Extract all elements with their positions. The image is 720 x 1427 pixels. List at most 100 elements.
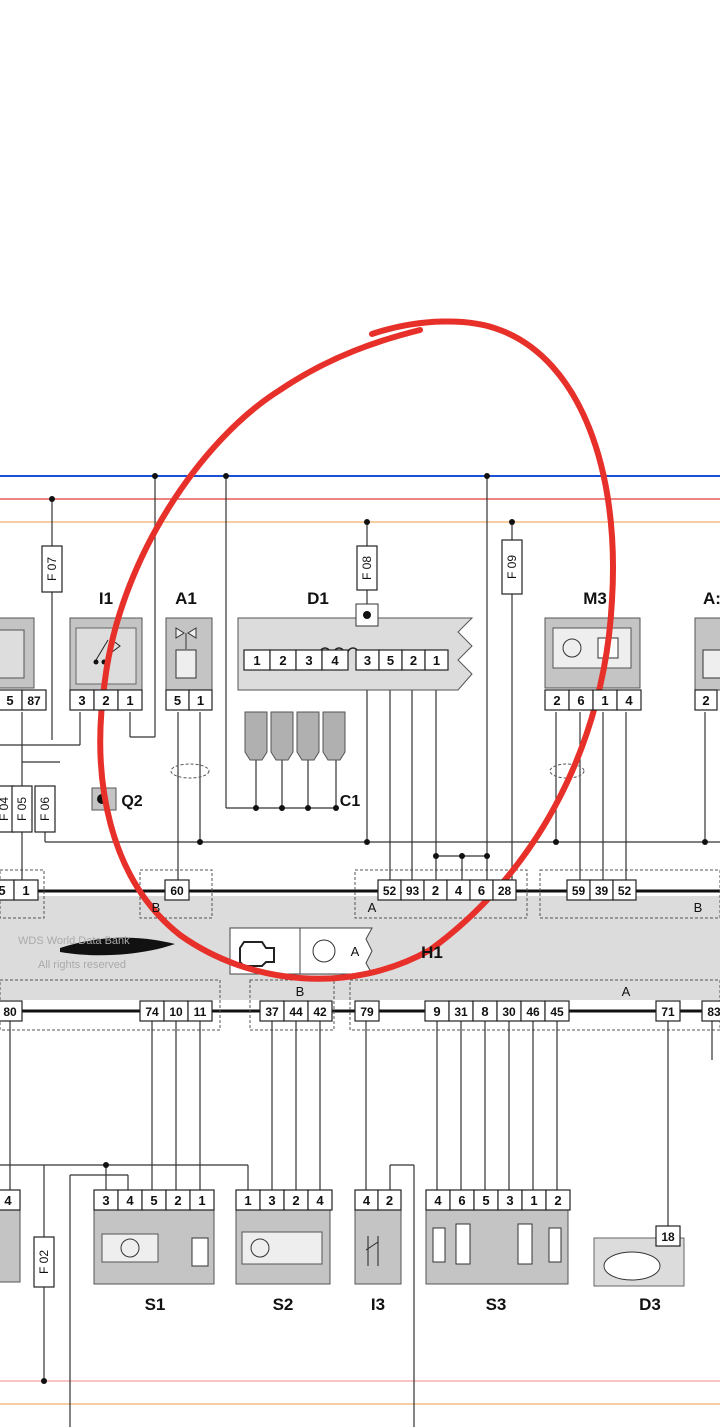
pin-number: 39 xyxy=(595,884,609,898)
pin-number: 6 xyxy=(577,693,584,708)
junction-dot xyxy=(279,805,285,811)
sensor-s2-inner xyxy=(241,1231,323,1265)
valve-a1-coil xyxy=(175,649,197,679)
pin-number: 31 xyxy=(454,1005,468,1019)
sensor-s3 xyxy=(425,1209,569,1285)
twisted-pair xyxy=(170,763,210,779)
pin-number: 87 xyxy=(27,694,41,708)
pin-number: 4 xyxy=(316,1193,324,1208)
junction-dot xyxy=(152,473,158,479)
pin-box xyxy=(188,689,213,711)
fuse-label: F 05 xyxy=(15,797,29,821)
pin-box xyxy=(701,1000,720,1022)
junction-dot xyxy=(333,805,339,811)
pin-box xyxy=(13,879,39,901)
pin-number: 1 xyxy=(253,653,260,668)
pin-number: 2 xyxy=(432,883,439,898)
pin-number: 9 xyxy=(433,1004,440,1019)
pin-number: 2 xyxy=(102,693,109,708)
pin-box xyxy=(189,1189,215,1211)
sensor-k-icon xyxy=(562,638,582,658)
resistor-icon xyxy=(548,1227,562,1263)
label-i1: I1 xyxy=(99,589,113,608)
pin-box xyxy=(377,1189,402,1211)
fuse-label: F 07 xyxy=(45,557,59,581)
junction-dot xyxy=(41,1378,47,1384)
pin-box xyxy=(187,1000,213,1022)
pin-number: 45 xyxy=(550,1005,564,1019)
pin-number: 2 xyxy=(292,1193,299,1208)
label-s3: S3 xyxy=(486,1295,507,1314)
pin-number: 46 xyxy=(526,1005,540,1019)
pin-box xyxy=(21,689,47,711)
junction-dot xyxy=(509,519,515,525)
pin-number: 4 xyxy=(434,1193,442,1208)
pin-box xyxy=(0,1189,21,1211)
pin-number: 30 xyxy=(502,1005,516,1019)
pin-number: 3 xyxy=(305,653,312,668)
junction-dot xyxy=(197,839,203,845)
pin-number: 1 xyxy=(197,693,204,708)
pin-box xyxy=(321,649,349,671)
fuse-terminal-dot xyxy=(363,611,371,619)
pin-number: 3 xyxy=(78,693,85,708)
pin-number: 6 xyxy=(478,883,485,898)
pin-number: 4 xyxy=(331,653,339,668)
junction-dot xyxy=(364,519,370,525)
pin-number: 80 xyxy=(3,1005,17,1019)
connector-group-a-top xyxy=(354,869,528,919)
junction-dot xyxy=(49,496,55,502)
pin-number: 2 xyxy=(702,693,709,708)
pin-box xyxy=(655,1225,681,1247)
junction-dot xyxy=(484,473,490,479)
valve-a-cut-coil xyxy=(702,649,720,679)
pin-number: 4 xyxy=(625,693,633,708)
label-q2: Q2 xyxy=(121,793,142,810)
switch-icon xyxy=(365,1236,379,1266)
pin-number: 2 xyxy=(553,693,560,708)
sensor-k-icon xyxy=(120,1238,140,1258)
pin-number: 93 xyxy=(406,884,420,898)
fuse-label: F 04 xyxy=(0,797,11,821)
pin-number: 74 xyxy=(145,1005,159,1019)
sensor-k-icon xyxy=(250,1238,270,1258)
pin-number: 79 xyxy=(360,1005,374,1019)
junction-dot xyxy=(553,839,559,845)
pin-number: 3 xyxy=(268,1193,275,1208)
pin-number: 1 xyxy=(433,653,440,668)
watermark-line1: WDS World Data Bank xyxy=(18,935,130,947)
fuse-label: F 09 xyxy=(505,555,519,579)
pin-number: 37 xyxy=(265,1005,279,1019)
pin-number: 5 xyxy=(387,653,394,668)
fuse-label: F 08 xyxy=(360,556,374,580)
pin-number: 4 xyxy=(126,1193,134,1208)
label-i3: I3 xyxy=(371,1295,385,1314)
pin-number: 52 xyxy=(383,884,397,898)
junction-dot xyxy=(433,853,439,859)
pin-box xyxy=(0,1000,23,1022)
switch-dot xyxy=(93,659,99,665)
redaction-scribble xyxy=(60,937,175,956)
component-left-inner xyxy=(0,629,25,679)
pin-number: 42 xyxy=(313,1005,327,1019)
pin-number: 4 xyxy=(4,1193,12,1208)
engine-warning-icon xyxy=(239,941,275,967)
pin-number: 2 xyxy=(279,653,286,668)
potentiometer-icon xyxy=(517,1223,533,1265)
pin-number: 2 xyxy=(174,1193,181,1208)
pin-box xyxy=(655,1000,681,1022)
fuse-f05 xyxy=(11,785,33,833)
spark-coils xyxy=(244,711,346,761)
label-s2: S2 xyxy=(273,1295,294,1314)
fuse-label: F 02 xyxy=(37,1250,51,1274)
pin-box xyxy=(544,1000,570,1022)
fuse-f06 xyxy=(34,785,56,833)
pin-number: 83 xyxy=(707,1005,720,1019)
sensor-s1-k xyxy=(101,1233,159,1263)
pin-number: 6 xyxy=(458,1193,465,1208)
pin-number: 8 xyxy=(481,1004,488,1019)
junction-dot xyxy=(223,473,229,479)
pin-number: 1 xyxy=(198,1193,205,1208)
pin-number: 5 xyxy=(482,1193,489,1208)
label-h1: H1 xyxy=(421,943,443,962)
